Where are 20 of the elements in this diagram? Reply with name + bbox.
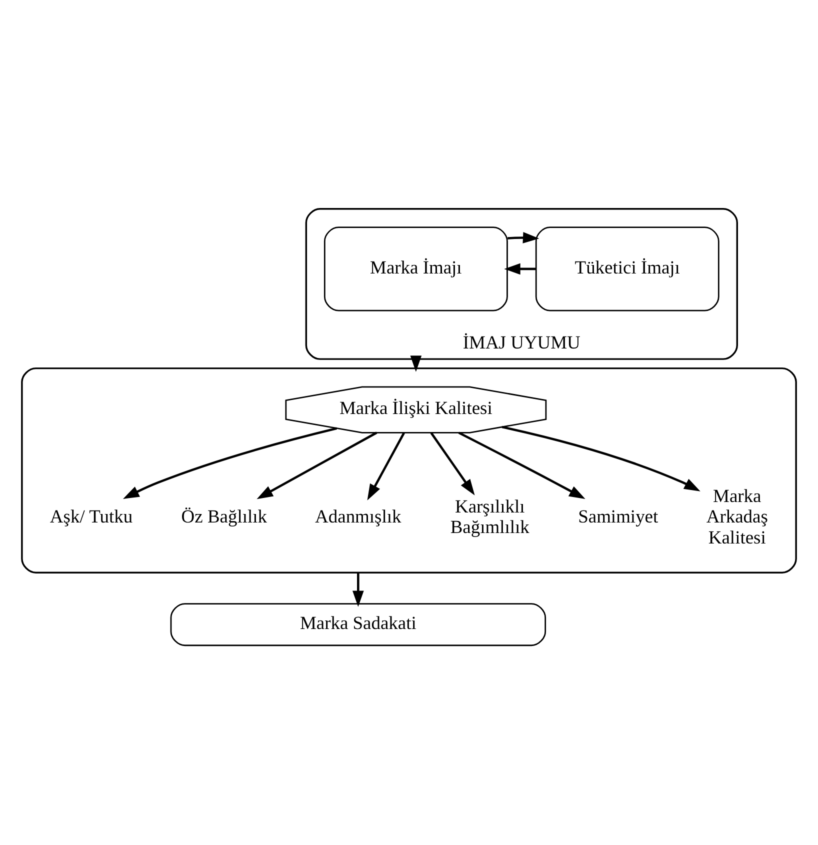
arrow: [256, 432, 378, 500]
arrow: [410, 356, 422, 372]
node-text: Samimiyet: [578, 506, 658, 527]
arrow: [508, 232, 540, 244]
arrow: [504, 263, 536, 275]
arrow: [502, 426, 700, 492]
node-box: Marka İmajı: [324, 226, 508, 312]
node-text: Öz Bağlılık: [181, 506, 267, 527]
node-box: Tüketici İmajı: [535, 226, 720, 312]
node-text: Aşk/ Tutku: [50, 506, 133, 527]
arrow: [458, 432, 586, 500]
arrow: [430, 432, 475, 496]
node-text: Marka Arkadaş Kalitesi: [706, 486, 768, 548]
arrow: [122, 427, 338, 499]
arrow: [367, 432, 405, 500]
node-box: Marka Sadakati: [170, 603, 546, 646]
cluster: [21, 367, 797, 574]
node-text: Adanmışlık: [315, 506, 402, 527]
node-text: Karşılıklı Bağımlılık: [450, 496, 530, 538]
arrow: [352, 572, 364, 607]
